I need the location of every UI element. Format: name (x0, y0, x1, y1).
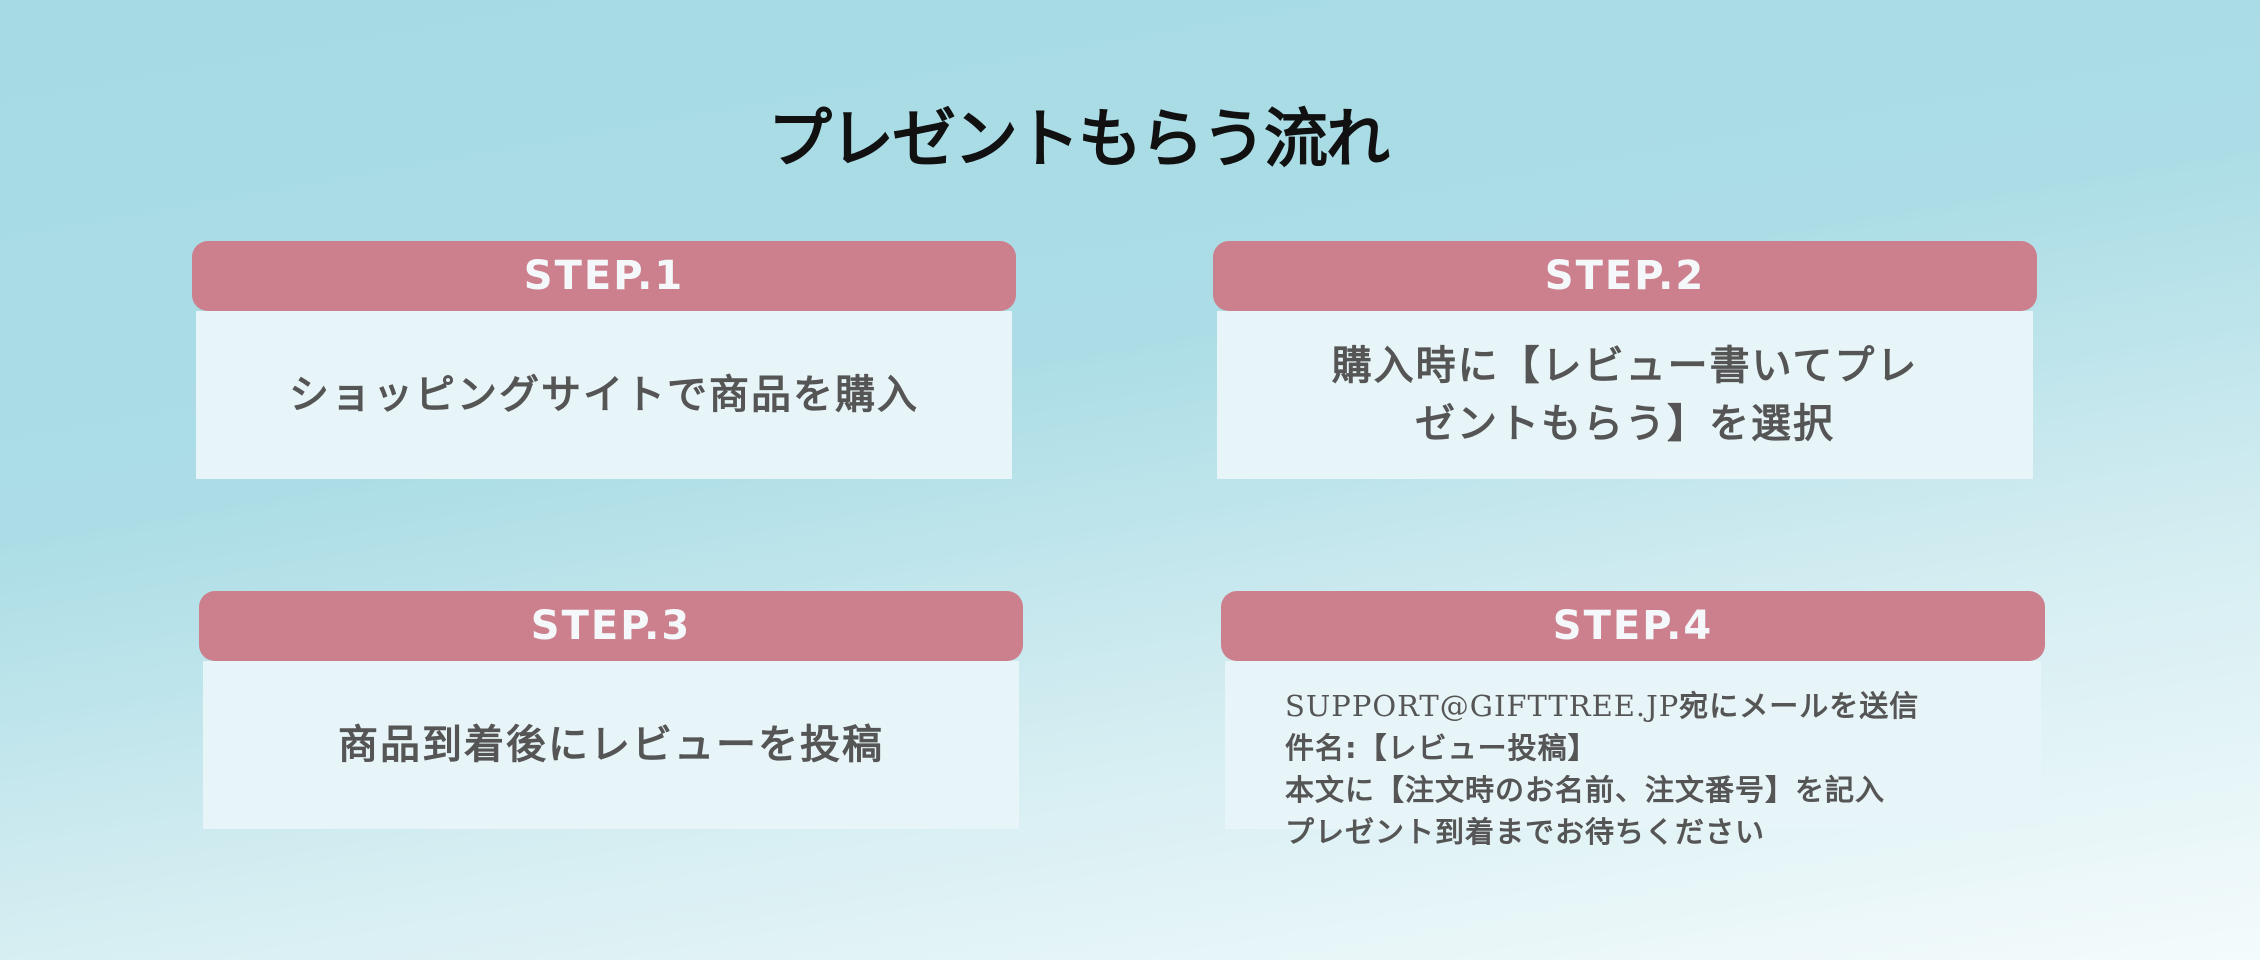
step-4-line-3: 本文に【注文時のお名前、注文番号】を記入 (1285, 773, 1886, 807)
step-3-card: STEP.3 商品到着後にレビューを投稿 (199, 591, 1023, 829)
step-4-header: STEP.4 (1221, 591, 2045, 661)
step-3-header: STEP.3 (199, 591, 1023, 661)
step-4-body: SUPPORT@GIFTTREE.JP宛にメールを送信 件名:【レビュー投稿】 … (1225, 661, 2041, 849)
step-2-header: STEP.2 (1213, 241, 2037, 311)
step-2-line-1: 購入時に【レビュー書いてプレ (1331, 343, 1919, 389)
step-1-text: ショッピングサイトで商品を購入 (289, 372, 919, 418)
step-4-line-2: 件名:【レビュー投稿】 (1285, 731, 1598, 765)
step-2-line-2: ゼントもらう】を選択 (1415, 401, 1835, 447)
step-1-card: STEP.1 ショッピングサイトで商品を購入 (192, 241, 1016, 479)
page-title: プレゼントもらう流れ (768, 103, 1390, 177)
step-4-card: STEP.4 SUPPORT@GIFTTREE.JP宛にメールを送信 件名:【レ… (1221, 591, 2045, 849)
step-3-body: 商品到着後にレビューを投稿 (203, 661, 1019, 829)
step-3-text: 商品到着後にレビューを投稿 (338, 722, 884, 768)
support-email: SUPPORT@GIFTTREE.JP (1285, 689, 1680, 723)
step-1-header: STEP.1 (192, 241, 1016, 311)
step-4-line-4: プレゼント到着までお待ちください (1285, 815, 1766, 849)
step-2-card: STEP.2 購入時に【レビュー書いてプレ ゼントもらう】を選択 (1213, 241, 2037, 479)
step-4-line-1: 宛にメールを送信 (1679, 689, 1920, 723)
step-2-body: 購入時に【レビュー書いてプレ ゼントもらう】を選択 (1217, 311, 2033, 479)
step-1-body: ショッピングサイトで商品を購入 (196, 311, 1012, 479)
